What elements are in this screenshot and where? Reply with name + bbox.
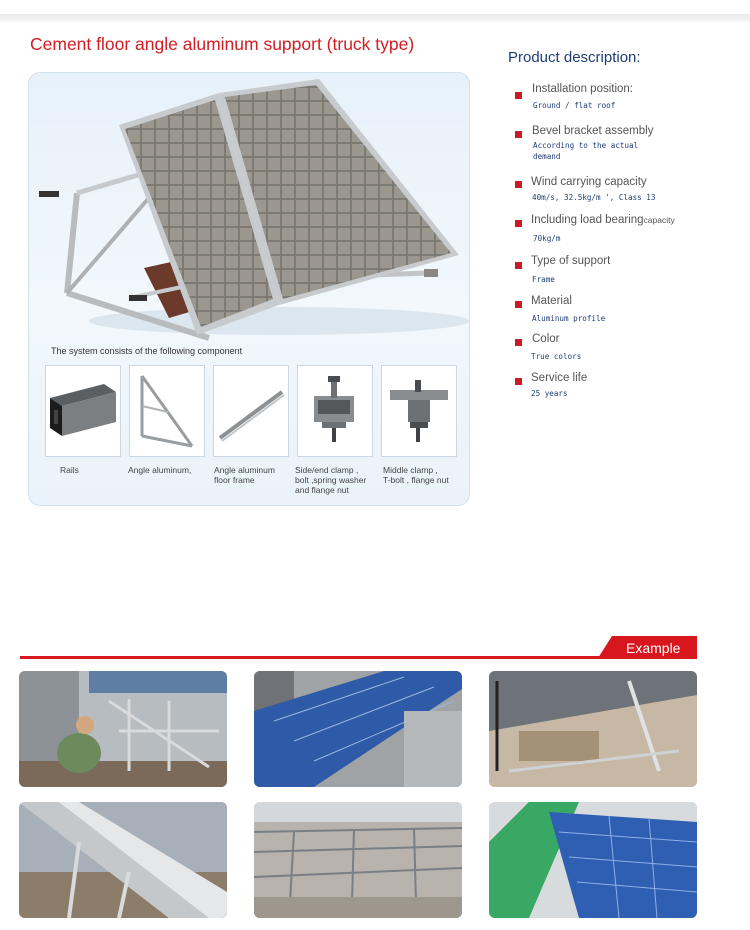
example-label: Example <box>626 640 681 656</box>
page-title: Cement floor angle aluminum support (tru… <box>30 34 415 54</box>
example-photo-green-roof <box>489 802 697 918</box>
component-floor-frame <box>213 365 289 457</box>
spec-label-main: Including load bearing <box>531 214 644 226</box>
component-angle-aluminum <box>129 365 205 457</box>
spec-value: Aluminum profile <box>532 314 606 323</box>
component-label: Middle clamp , T-bolt , flange nut <box>383 465 449 485</box>
spec-value: True colors <box>531 352 582 361</box>
spec-value: Ground / flat roof <box>533 101 616 110</box>
bullet-icon <box>515 339 522 346</box>
spec-value: Frame <box>532 275 555 284</box>
component-label: Angle aluminum, <box>128 465 192 475</box>
spec-value: 40m/s, 32.5kg/m ', Class 13 <box>532 193 656 202</box>
example-photo-sky-panel <box>19 802 227 918</box>
example-photo-tilted-panels <box>254 671 462 787</box>
spec-label: Installation position: <box>532 83 634 95</box>
example-photo-frame-rows <box>254 802 462 918</box>
example-divider <box>20 656 697 659</box>
component-label: Rails <box>60 465 79 475</box>
rail-profile-icon <box>50 384 116 436</box>
bullet-icon <box>515 262 522 269</box>
product-description-title: Product description: <box>508 49 641 66</box>
example-photo-worker <box>19 671 227 787</box>
spec-value: According to the actual demand <box>533 141 639 161</box>
top-band <box>0 14 750 22</box>
example-tab <box>598 636 697 658</box>
bullet-icon <box>515 131 522 138</box>
spec-value: 25 years <box>531 389 568 398</box>
spec-label: Color <box>532 333 560 345</box>
triangle-bracket-icon <box>140 375 194 448</box>
example-photo-roof-underside <box>489 671 697 787</box>
spec-label: Including load bearingcapacity <box>531 214 675 226</box>
mid-clamp-icon <box>390 380 448 442</box>
component-label: Side/end clamp , bolt ,spring washer and… <box>295 465 367 495</box>
component-end-clamp <box>297 365 373 457</box>
bullet-icon <box>515 220 522 227</box>
spec-label: Material <box>531 295 572 307</box>
bullet-icon <box>515 92 522 99</box>
component-rails <box>45 365 121 457</box>
hero-panel: The system consists of the following com… <box>28 72 470 506</box>
component-middle-clamp <box>381 365 457 457</box>
bullet-icon <box>515 378 522 385</box>
spec-label-small: capacity <box>643 215 675 225</box>
bullet-icon <box>515 301 522 308</box>
component-label: Angle aluminum floor frame <box>214 465 275 485</box>
end-clamp-icon <box>314 376 354 442</box>
bullet-icon <box>515 181 522 188</box>
solar-panel-illustration <box>39 79 469 341</box>
spec-label: Service life <box>531 372 588 384</box>
spec-label: Wind carrying capacity <box>531 176 647 188</box>
spec-label: Bevel bracket assembly <box>532 125 654 137</box>
system-caption: The system consists of the following com… <box>51 346 243 356</box>
spec-value: 70kg/m <box>533 234 561 243</box>
angle-bar-icon <box>218 390 285 442</box>
spec-label: Type of support <box>531 255 611 267</box>
